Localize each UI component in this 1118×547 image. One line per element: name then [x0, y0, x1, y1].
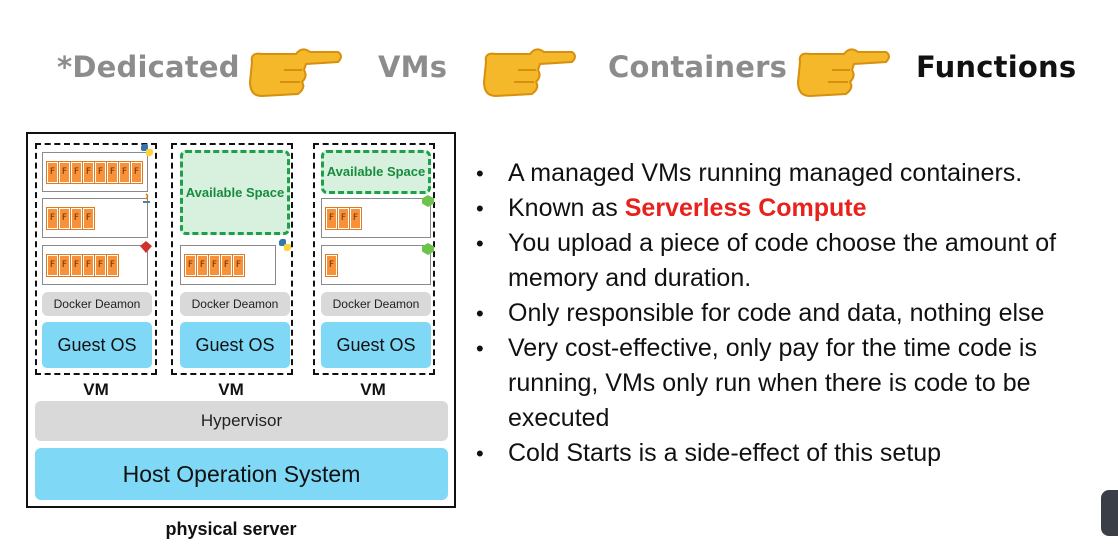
backhand-index-pointing-right-icon — [482, 48, 576, 98]
bullet-item: Only responsible for code and data, noth… — [476, 296, 1106, 331]
docker-daemon: Docker Deamon — [180, 292, 290, 316]
host-operating-system: Host Operation System — [35, 448, 448, 500]
function-box: F — [119, 162, 130, 183]
guest-os: Guest OS — [321, 322, 431, 368]
docker-daemon: Docker Deamon — [42, 292, 152, 316]
function-box: F — [71, 208, 82, 229]
function-box: F — [47, 255, 58, 276]
function-box: F — [95, 255, 106, 276]
backhand-index-pointing-right-icon — [796, 48, 890, 98]
bullet-text: Very cost-effective, only pay for the ti… — [508, 334, 1037, 432]
bullet-text: A managed VMs running managed containers… — [508, 159, 1023, 187]
function-box: F — [326, 208, 337, 229]
nodejs-icon — [422, 195, 434, 207]
function-box: F — [197, 255, 208, 276]
function-box: F — [83, 162, 94, 183]
bullet-text: You upload a piece of code choose the am… — [508, 229, 1057, 292]
bullet-item: Known as Serverless Compute — [476, 191, 1106, 226]
function-box: F — [95, 162, 106, 183]
function-box: F — [107, 255, 118, 276]
function-box: F — [59, 162, 70, 183]
bullet-item: Cold Starts is a side-effect of this set… — [476, 436, 1106, 471]
function-box: F — [71, 255, 82, 276]
feature-bullet-list: A managed VMs running managed containers… — [476, 156, 1106, 471]
guest-os: Guest OS — [180, 322, 290, 368]
available-space: Available Space — [321, 150, 431, 194]
step-containers: Containers — [608, 50, 788, 84]
function-box: F — [185, 255, 196, 276]
bullet-text: Only responsible for code and data, noth… — [508, 299, 1045, 327]
step-functions: Functions — [916, 50, 1077, 84]
function-box: F — [83, 208, 94, 229]
vm-box-3 — [313, 143, 435, 375]
guest-os: Guest OS — [42, 322, 152, 368]
container-3-2: F — [321, 245, 431, 285]
function-box: F — [59, 208, 70, 229]
java-icon — [143, 193, 150, 203]
python-icon — [279, 239, 291, 251]
function-box: F — [326, 255, 337, 276]
vm-label: VM — [83, 380, 109, 399]
function-box: F — [71, 162, 82, 183]
channel-logo-icon — [1101, 490, 1118, 536]
function-box: F — [47, 208, 58, 229]
vm-label: VM — [218, 380, 244, 399]
step-dedicated: *Dedicated — [57, 50, 240, 84]
function-box: F — [233, 255, 244, 276]
function-box: F — [338, 208, 349, 229]
function-box: F — [107, 162, 118, 183]
backhand-index-pointing-right-icon — [248, 48, 342, 98]
function-box: F — [131, 162, 142, 183]
bullet-text: Cold Starts is a side-effect of this set… — [508, 439, 942, 467]
docker-daemon: Docker Deamon — [321, 292, 431, 316]
bullet-item: Very cost-effective, only pay for the ti… — [476, 331, 1106, 436]
python-icon — [141, 144, 153, 156]
step-vms: VMs — [378, 50, 448, 84]
function-box: F — [209, 255, 220, 276]
hypervisor: Hypervisor — [35, 401, 448, 441]
vm-box-1 — [35, 143, 157, 375]
physical-server-box — [26, 132, 456, 508]
vm-label: VM — [360, 380, 386, 399]
vm-box-2 — [171, 143, 293, 375]
ruby-icon — [140, 241, 152, 253]
function-box: F — [47, 162, 58, 183]
function-box: F — [59, 255, 70, 276]
function-box: F — [83, 255, 94, 276]
nodejs-icon — [422, 243, 434, 255]
bullet-text: Known as — [508, 194, 625, 222]
available-space: Available Space — [180, 150, 290, 235]
function-box: F — [350, 208, 361, 229]
bullet-item: You upload a piece of code choose the am… — [476, 226, 1106, 296]
bullet-item: A managed VMs running managed containers… — [476, 156, 1106, 191]
function-box: F — [221, 255, 232, 276]
diagram-caption: physical server — [165, 519, 297, 539]
highlight-serverless-compute: Serverless Compute — [624, 194, 867, 222]
